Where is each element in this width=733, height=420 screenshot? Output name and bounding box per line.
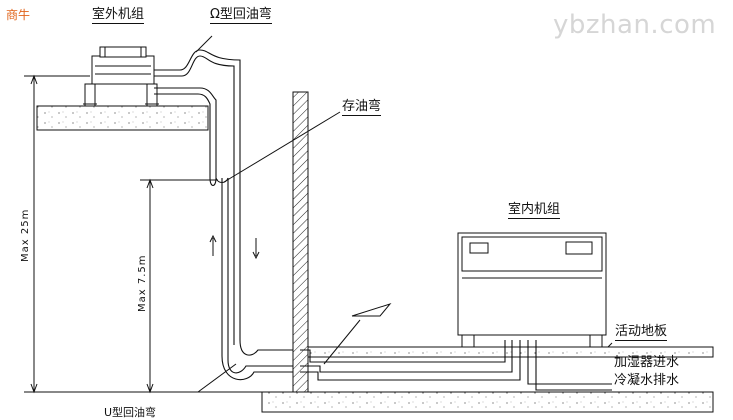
- roof-slab: [36, 105, 209, 131]
- brand-text: 商牛: [6, 8, 31, 22]
- leader-lines: [195, 35, 613, 393]
- max-drop-dimension: Max 7.5m: [137, 254, 148, 313]
- building-wall: [292, 91, 309, 393]
- oil-trap-label: 存油弯: [342, 99, 382, 116]
- watermark-text: ybzhan.com: [553, 10, 717, 40]
- raised-floor-slab: [307, 346, 714, 358]
- base-floor: [261, 391, 714, 413]
- underfloor-piping: [300, 340, 612, 391]
- condensate-drain-label: 冷凝水排水: [614, 373, 680, 388]
- max-total-dimension: Max 25m: [20, 208, 31, 262]
- outdoor-unit-label: 室外机组: [92, 7, 145, 24]
- indoor-unit-label: 室内机组: [508, 202, 561, 219]
- indoor-unit: [457, 232, 607, 348]
- humidifier-water-label: 加湿器进水: [614, 355, 680, 370]
- bottom-trap-label: U型回油弯: [104, 406, 157, 419]
- flow-arrows: [209, 234, 260, 260]
- outdoor-unit: [83, 46, 159, 107]
- raised-floor-label: 活动地板: [615, 324, 668, 341]
- outdoor-piping: [154, 49, 300, 381]
- dimension-lines: [24, 74, 262, 394]
- omega-trap-label: Ω型回油弯: [210, 7, 272, 24]
